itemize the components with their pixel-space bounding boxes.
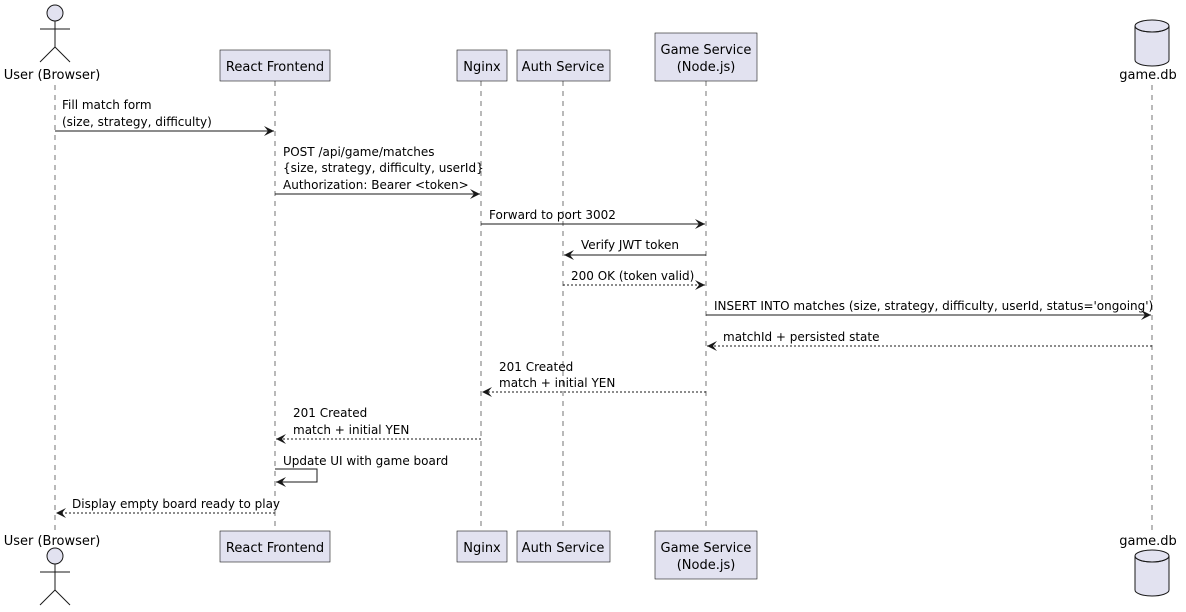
participant-label: User (Browser) (4, 534, 101, 549)
participants-bottom: User (Browser) React Frontend Nginx Auth… (4, 530, 1177, 606)
participant-label: React Frontend (226, 541, 324, 556)
message-forward-to-port: Forward to port 3002 (481, 208, 705, 229)
participant-nginx: Nginx (456, 49, 508, 82)
participant-label: Game Service (661, 43, 752, 58)
participant-game-service: Game Service (Node.js) (654, 32, 758, 82)
message-label: match + initial YEN (499, 376, 615, 390)
actor-icon (39, 4, 71, 63)
participant-game-db-bottom: game.db (1119, 534, 1177, 597)
message-label: POST /api/game/matches (283, 145, 435, 159)
participant-user-bottom: User (Browser) (4, 534, 101, 606)
participant-label: User (Browser) (4, 68, 101, 83)
lifelines (54, 81, 1153, 530)
participant-game-db: game.db (1119, 19, 1177, 83)
messages: Fill match form (size, strategy, difficu… (55, 98, 1153, 518)
message-label: {size, strategy, difficulty, userId} (283, 161, 484, 175)
message-display-empty-board: Display empty board ready to play (56, 497, 280, 518)
database-icon (1134, 549, 1170, 597)
participant-react-frontend-bottom: React Frontend (219, 530, 331, 563)
participant-user: User (Browser) (4, 4, 101, 83)
participant-auth-service-bottom: Auth Service (516, 530, 611, 563)
message-label: Forward to port 3002 (489, 208, 616, 222)
message-match-id-persisted: matchId + persisted state (707, 330, 1152, 351)
message-label: Authorization: Bearer <token> (283, 178, 469, 192)
participant-label: Game Service (661, 541, 752, 556)
message-201-created-to-react: 201 Created match + initial YEN (276, 406, 481, 444)
message-arrow (275, 468, 318, 487)
database-icon (1134, 19, 1170, 67)
actor-icon (39, 547, 71, 606)
participant-label: Auth Service (522, 60, 605, 75)
participant-auth-service: Auth Service (516, 49, 611, 82)
message-label: 201 Created (499, 360, 573, 374)
message-label: 200 OK (token valid) (571, 269, 694, 283)
message-201-created-to-nginx: 201 Created match + initial YEN (482, 360, 706, 397)
participant-sublabel: (Node.js) (677, 60, 736, 75)
message-label: 201 Created (293, 406, 367, 420)
message-label: Display empty board ready to play (72, 497, 280, 511)
message-label: match + initial YEN (293, 423, 409, 437)
message-label: (size, strategy, difficulty) (62, 115, 212, 129)
message-200-ok: 200 OK (token valid) (563, 269, 705, 290)
message-label: INSERT INTO matches (size, strategy, dif… (714, 299, 1153, 313)
participant-label: game.db (1119, 68, 1177, 83)
participant-label: Nginx (463, 541, 501, 556)
participant-game-service-bottom: Game Service (Node.js) (654, 530, 758, 580)
participant-sublabel: (Node.js) (677, 558, 736, 573)
participant-nginx-bottom: Nginx (456, 530, 508, 563)
message-label: Verify JWT token (581, 238, 679, 252)
participant-label: React Frontend (226, 60, 324, 75)
message-label: Update UI with game board (283, 454, 448, 468)
participant-label: Nginx (463, 60, 501, 75)
participants-top: User (Browser) React Frontend Nginx Auth… (4, 4, 1177, 83)
participant-label: Auth Service (522, 541, 605, 556)
message-insert-into-matches: INSERT INTO matches (size, strategy, dif… (706, 299, 1153, 320)
message-verify-jwt: Verify JWT token (564, 238, 706, 260)
message-post-matches: POST /api/game/matches {size, strategy, … (275, 145, 484, 199)
message-label: matchId + persisted state (723, 330, 879, 344)
participant-react-frontend: React Frontend (219, 49, 331, 82)
participant-label: game.db (1119, 534, 1177, 549)
message-label: Fill match form (62, 98, 152, 112)
message-update-ui-self: Update UI with game board (275, 454, 448, 487)
message-fill-match-form: Fill match form (size, strategy, difficu… (55, 98, 274, 136)
